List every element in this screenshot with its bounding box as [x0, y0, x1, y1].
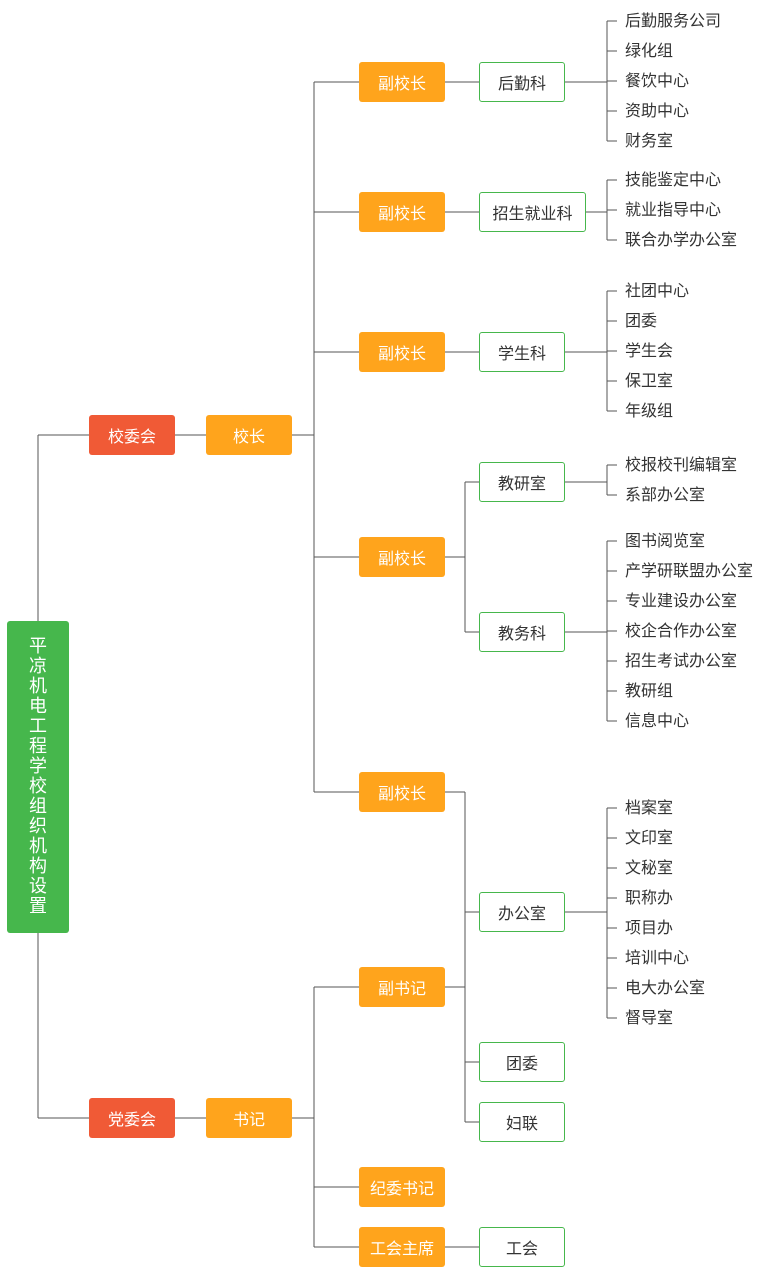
leaf-item: 职称办	[625, 888, 674, 907]
leaf-item: 信息中心	[625, 711, 690, 730]
leaf-item: 产学研联盟办公室	[625, 561, 754, 580]
union-chairman-node: 工会主席	[359, 1227, 445, 1267]
leaf-item: 资助中心	[625, 101, 690, 120]
dept-enrollment: 招生就业科	[479, 192, 586, 232]
leaf-item: 培训中心	[625, 948, 690, 967]
deputy-secretary-node: 副书记	[359, 967, 445, 1007]
leaf-item: 社团中心	[625, 281, 690, 300]
leaf-item: 后勤服务公司	[625, 11, 722, 30]
leaf-item: 校企合作办公室	[625, 621, 738, 640]
principal-node: 校长	[206, 415, 292, 455]
dept-research: 教研室	[479, 462, 565, 502]
school-committee-node: 校委会	[89, 415, 175, 455]
leaf-item: 图书阅览室	[625, 531, 706, 550]
discipline-secretary-node: 纪委书记	[359, 1167, 445, 1207]
leaf-item: 联合办学办公室	[625, 230, 738, 249]
secretary-node: 书记	[206, 1098, 292, 1138]
leaf-item: 校报校刊编辑室	[625, 455, 738, 474]
leaf-item: 文印室	[625, 828, 674, 847]
leaf-item: 就业指导中心	[625, 200, 722, 219]
leaf-item: 系部办公室	[625, 485, 706, 504]
dept-students: 学生科	[479, 332, 565, 372]
leaf-item: 财务室	[625, 131, 674, 150]
vice-principal-node: 副校长	[359, 62, 445, 102]
party-committee-node: 党委会	[89, 1098, 175, 1138]
leaf-item: 技能鉴定中心	[625, 170, 722, 189]
leaf-item: 项目办	[625, 918, 674, 937]
leaf-item: 年级组	[625, 401, 674, 420]
dept-women-federation: 妇联	[479, 1102, 565, 1142]
dept-office: 办公室	[479, 892, 565, 932]
leaf-item: 招生考试办公室	[625, 651, 738, 670]
vice-principal-node: 副校长	[359, 772, 445, 812]
dept-academic: 教务科	[479, 612, 565, 652]
vice-principal-node: 副校长	[359, 537, 445, 577]
leaf-item: 督导室	[625, 1008, 674, 1027]
leaf-item: 专业建设办公室	[625, 591, 738, 610]
vice-principal-node: 副校长	[359, 332, 445, 372]
vice-principal-node: 副校长	[359, 192, 445, 232]
leaf-item: 绿化组	[625, 41, 674, 60]
leaf-item: 教研组	[625, 681, 674, 700]
leaf-item: 电大办公室	[625, 978, 706, 997]
leaf-item: 餐饮中心	[625, 71, 690, 90]
leaf-item: 档案室	[625, 798, 674, 817]
dept-union: 工会	[479, 1227, 565, 1267]
leaf-item: 团委	[625, 311, 658, 330]
root-node: 平凉机电工程学校组织机构设置	[7, 621, 69, 933]
leaf-item: 文秘室	[625, 858, 674, 877]
leaf-item: 保卫室	[625, 371, 674, 390]
leaf-item: 学生会	[625, 341, 674, 360]
dept-youth-league: 团委	[479, 1042, 565, 1082]
dept-logistics: 后勤科	[479, 62, 565, 102]
